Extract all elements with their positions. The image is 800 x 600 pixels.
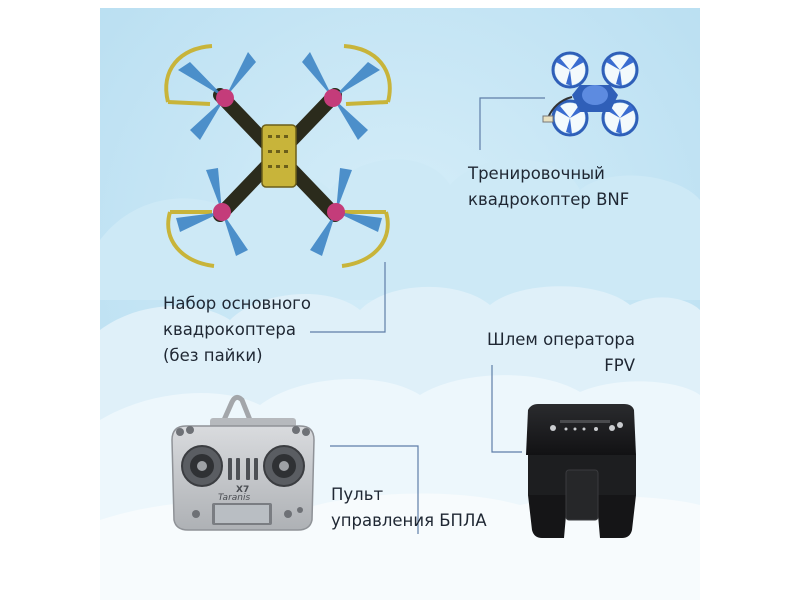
leader-lines (310, 97, 545, 534)
label-main-kit-line2: квадрокоптера (163, 320, 296, 339)
radio-model-text: X7 (236, 485, 249, 495)
radio-brand-text: Taranis (218, 493, 250, 503)
label-trainer-quadcopter-line2: квадрокоптер BNF (468, 190, 630, 209)
radio-controller-image: Taranis X7 (171, 394, 315, 531)
leader-line-goggles (491, 365, 522, 453)
fpv-goggles-image (526, 404, 636, 538)
trainer-quadcopter-image (542, 51, 639, 137)
leader-line-trainer (479, 97, 545, 150)
main-quadcopter-image (164, 44, 392, 268)
leader-line-radio (330, 445, 419, 534)
label-fpv-goggles-line1: Шлем оператора (487, 330, 635, 349)
label-remote-control-line2: управления БПЛА (331, 511, 487, 530)
label-trainer-quadcopter: Тренировочный квадрокоптер BNF (468, 161, 629, 213)
label-main-kit-line1: Набор основного (163, 294, 311, 313)
label-main-quadcopter-kit: Набор основного квадрокоптера (без пайки… (163, 291, 311, 369)
label-trainer-quadcopter-line1: Тренировочный (468, 164, 605, 183)
label-remote-control: Пульт управления БПЛА (331, 482, 487, 534)
label-fpv-goggles-line2: FPV (604, 356, 635, 375)
label-fpv-goggles: Шлем оператора FPV (478, 327, 635, 379)
label-main-kit-line3: (без пайки) (163, 346, 263, 365)
leader-line-main-kit (310, 262, 386, 333)
label-remote-control-line1: Пульт (331, 485, 384, 504)
